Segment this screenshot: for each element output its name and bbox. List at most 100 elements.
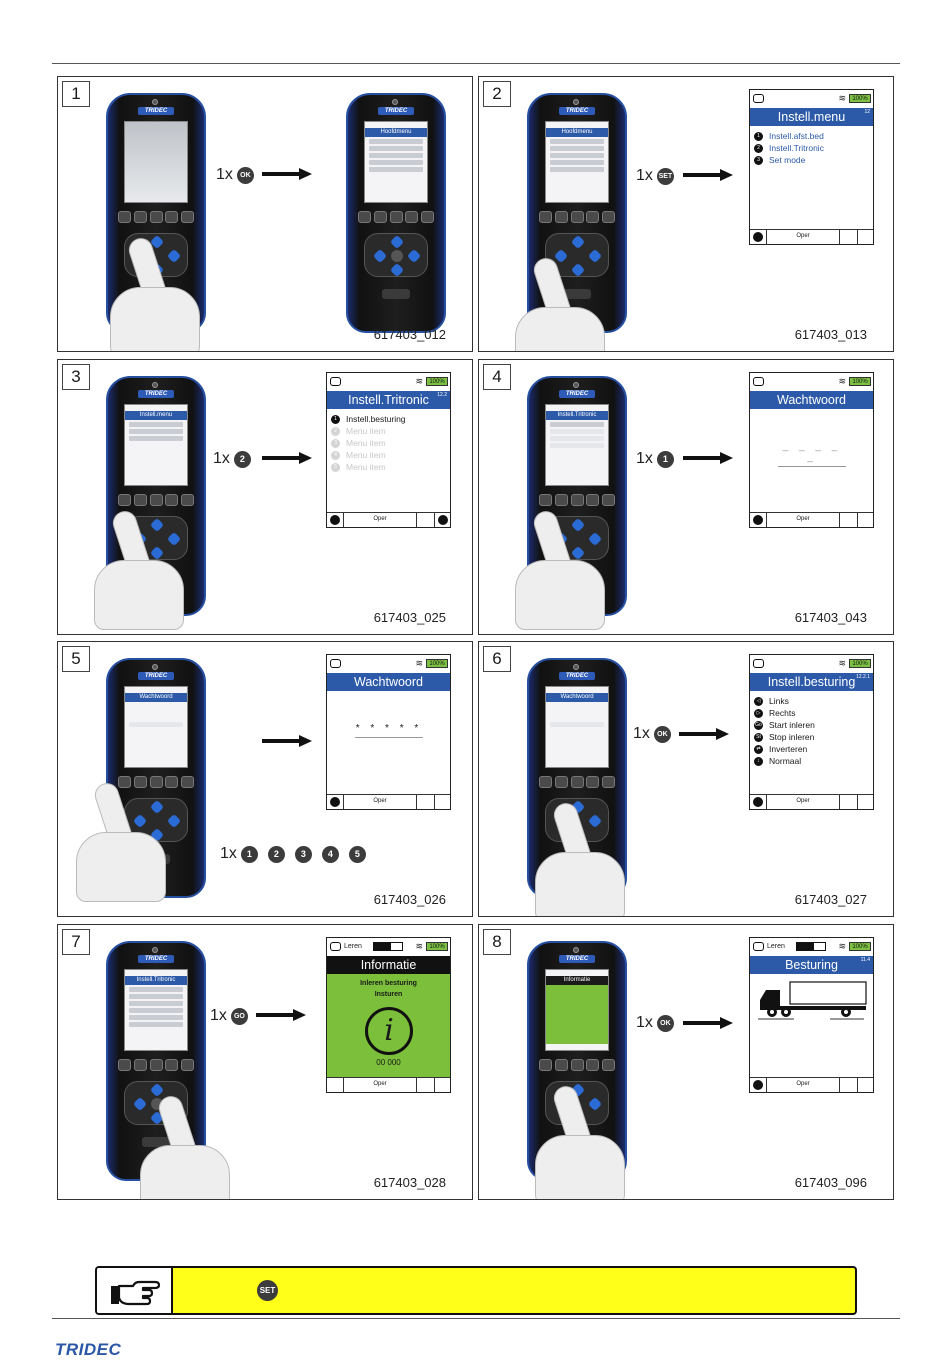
handset-screen: Wachtwoord [545,686,609,768]
screen-wachtwoord: ≋100% Wachtwoord * * * * * Oper [326,654,451,810]
remote-icon [753,377,764,386]
step-number: 7 [62,929,90,955]
hand-pointer-image [94,508,184,630]
battery-indicator: 100% [849,94,871,103]
press-count: 1x [213,450,230,467]
number-3-button-icon: 3 [294,845,312,863]
back-icon [753,515,763,525]
remote-icon [753,942,764,951]
right-arrow-icon [683,169,733,181]
step-number: 2 [483,81,511,107]
handset-screen-title: Instell.menu [125,411,187,420]
figure-code: 617403_027 [794,892,867,907]
press-count: 1x [220,845,237,862]
instruction: 1x GO [210,1007,248,1025]
right-arrow-icon [262,452,312,464]
handset-logo: TRIDEC [559,955,595,963]
back-icon [753,1080,763,1090]
handset-logo: TRIDEC [559,672,595,680]
figure-code: 617403_043 [794,610,867,625]
step-number: 8 [483,929,511,955]
menu-item: ↕Normaal [754,755,869,767]
hand-pointer-image [535,1083,625,1199]
number-1-button-icon: 1 [656,450,674,468]
ok-button-icon: OK [653,725,671,743]
step-panel-2: 2 TRIDEC Hoofdmenu 1x SET ≋100% Instell.… [478,76,894,352]
menu-version: 11.4 [860,957,870,963]
handset-screen [124,121,188,203]
step-panel-5: 5 TRIDEC Wachtwoord ≋100% Wachtwoord * *… [57,641,473,917]
right-arrow-icon [679,728,729,740]
instruction: 1x 1 [636,450,674,468]
screen-informatie: Leren≋100% Informatie Inleren besturing … [326,937,451,1093]
handset-logo: TRIDEC [138,672,174,680]
hand-pointer-image [515,255,605,351]
screen-title: Informatie [327,956,450,974]
remote-icon [330,659,341,668]
info-icon: i [365,1007,413,1055]
info-line-1: Inleren besturing [360,980,417,987]
handset-screen-title: Instell.Tritronic [546,411,608,420]
handset-screen: Informatie [545,969,609,1051]
step-number: 3 [62,364,90,390]
wifi-icon: ≋ [838,376,846,386]
press-count: 1x [633,725,650,742]
footer-label: Oper [373,798,387,804]
info-number: 00 000 [376,1058,401,1067]
handset-image: TRIDEC Hoofdmenu [527,93,627,333]
step-panel-6: 6 TRIDEC Wachtwoord 1x OK ≋100% Instell.… [478,641,894,917]
screen-title: Instell.Tritronic [327,391,450,409]
step-panel-4: 4 TRIDEC Instell.Tritronic 1x 1 ≋100% Wa… [478,359,894,635]
footer-label: Oper [373,1081,387,1087]
number-2-button-icon: 2 [267,845,285,863]
step-number: 4 [483,364,511,390]
hand-pointer-image [76,780,166,902]
step-number: 1 [62,81,90,107]
hand-pointer-icon-box [97,1268,173,1313]
menu-version: 12 [864,109,870,115]
battery-indicator: 100% [849,942,871,951]
menu-item: ▷Rechts [754,707,869,719]
screen-wachtwoord: ≋100% Wachtwoord _ _ _ _ _ Oper [749,372,874,528]
handset-logo: TRIDEC [559,390,595,398]
battery-indicator: 100% [426,659,448,668]
step-panel-3: 3 TRIDEC Instell.menu 1x 2 ≋100% Instell… [57,359,473,635]
handset-logo: TRIDEC [138,390,174,398]
handset-screen: Instell.menu [124,404,188,486]
wifi-icon: ≋ [415,376,423,386]
menu-version: 12.2 [437,392,447,398]
handset-screen-title: Hoofdmenu [546,128,608,137]
instruction: 1x OK [216,166,254,184]
hand-pointer-image [140,1093,230,1199]
footer-label: Oper [373,516,387,522]
screen-title: Besturing [750,956,873,974]
handset-screen-title: Wachtwoord [546,693,608,702]
handset-screen-title: Hoofdmenu [365,128,427,137]
number-5-button-icon: 5 [348,845,366,863]
back-icon [753,797,763,807]
figure-code: 617403_012 [373,327,446,342]
handset-screen-title: Wachtwoord [125,693,187,702]
hand-pointer-image [110,235,200,351]
scroll-down-icon [438,515,448,525]
battery-indicator: 100% [849,659,871,668]
footer-label: Oper [796,1081,810,1087]
password-field: * * * * * [355,723,423,738]
battery-indicator: 100% [426,377,448,386]
truck-icon [758,981,867,1020]
screen-title: Instell.besturing [750,673,873,691]
right-arrow-icon [683,452,733,464]
go-button-icon: GO [230,1007,248,1025]
right-arrow-icon [256,1009,306,1021]
screen-title: Wachtwoord [327,673,450,691]
step-panel-8: 8 TRIDEC Informatie 1x OK Leren≋100% Bes… [478,924,894,1200]
